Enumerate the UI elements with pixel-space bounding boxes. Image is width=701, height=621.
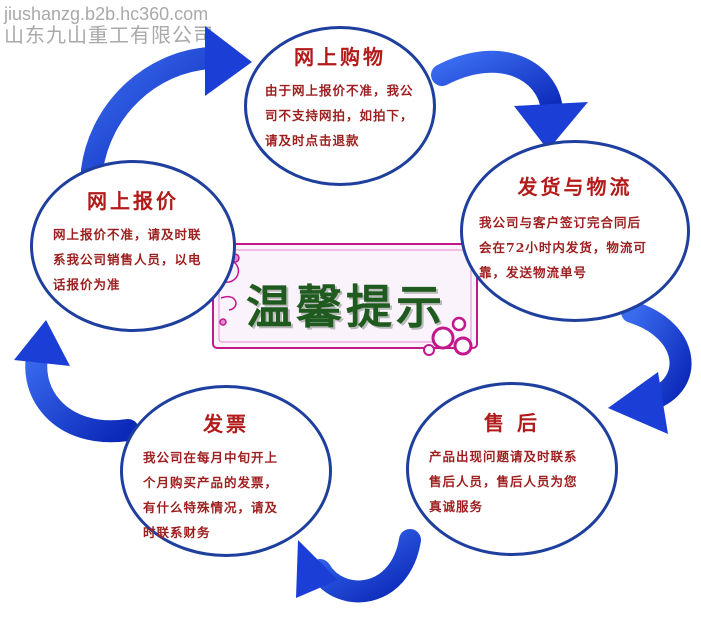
description-line: 系我公司销售人员，以电 xyxy=(53,252,202,267)
description-line: 个月购买产品的发票， xyxy=(143,475,279,490)
arrow-quote-to-shop xyxy=(81,26,252,181)
step-shipping-logistics: 发货与物流 我公司与客户签订完合同后 会在72小时内发货，物流可 靠，发送物流单… xyxy=(460,140,690,322)
step-title: 发货与物流 xyxy=(517,175,633,199)
step-after-sales: 售 后 产品出现问题请及时联系 售后人员，售后人员为您 真诚服务 xyxy=(406,382,618,556)
banner-rings xyxy=(423,316,473,356)
arrow-ship-to-after xyxy=(608,301,692,434)
description-line: 有什么特殊情况，请及 xyxy=(143,500,279,515)
description-line: 会在72小时内发货，物流可 xyxy=(479,240,647,255)
watermark-url: jiushanzg.b2b.hc360.com xyxy=(4,4,209,24)
banner-title: 温馨提示 xyxy=(246,280,446,334)
center-banner xyxy=(212,243,478,356)
description-line: 产品出现问题请及时联系 xyxy=(429,449,578,464)
step-description: 产品出现问题请及时联系 售后人员，售后人员为您 真诚服务 xyxy=(409,436,615,519)
description-line: 请及时点击退款 xyxy=(265,133,360,148)
description-line: 售后人员，售后人员为您 xyxy=(429,474,578,489)
description-line: 真诚服务 xyxy=(429,499,484,514)
step-online-shopping: 网上购物 由于网上报价不准，我公 司不支持网拍，如拍下， 请及时点击退款 xyxy=(244,26,436,186)
watermark-company: 山东九山重工有限公司 xyxy=(4,25,214,47)
step-invoice: 发票 我公司在每月中旬开上 个月购买产品的发票， 有什么特殊情况，请及 时联系财… xyxy=(120,385,332,557)
description-line: 司不支持网拍，如拍下， xyxy=(265,108,414,123)
step-title: 网上报价 xyxy=(87,189,179,213)
description-line: 我公司在每月中旬开上 xyxy=(143,450,279,465)
step-description: 由于网上报价不准，我公 司不支持网拍，如拍下， 请及时点击退款 xyxy=(247,70,433,153)
description-line: 时联系财务 xyxy=(143,525,211,540)
step-title: 网上购物 xyxy=(294,45,386,69)
arrow-shop-to-ship xyxy=(431,50,588,150)
watermark: jiushanzg.b2b.hc360.com 山东九山重工有限公司 xyxy=(4,4,214,48)
description-line: 靠，发送物流单号 xyxy=(479,265,588,280)
step-description: 我公司在每月中旬开上 个月购买产品的发票， 有什么特殊情况，请及 时联系财务 xyxy=(123,437,329,545)
step-description: 网上报价不准，请及时联 系我公司销售人员，以电 话报价为准 xyxy=(33,214,233,297)
step-online-quote: 网上报价 网上报价不准，请及时联 系我公司销售人员，以电 话报价为准 xyxy=(30,160,236,332)
arrow-after-to-invoice xyxy=(296,529,421,603)
description-line: 由于网上报价不准，我公 xyxy=(265,83,414,98)
description-line: 我公司与客户签订完合同后 xyxy=(479,215,642,230)
step-title: 发票 xyxy=(203,412,249,436)
description-line: 网上报价不准，请及时联 xyxy=(53,227,202,242)
arrow-invoice-to-quote xyxy=(14,320,139,443)
step-description: 我公司与客户签订完合同后 会在72小时内发货，物流可 靠，发送物流单号 xyxy=(463,200,687,285)
step-title: 售 后 xyxy=(484,411,540,435)
description-line: 话报价为准 xyxy=(53,277,121,292)
